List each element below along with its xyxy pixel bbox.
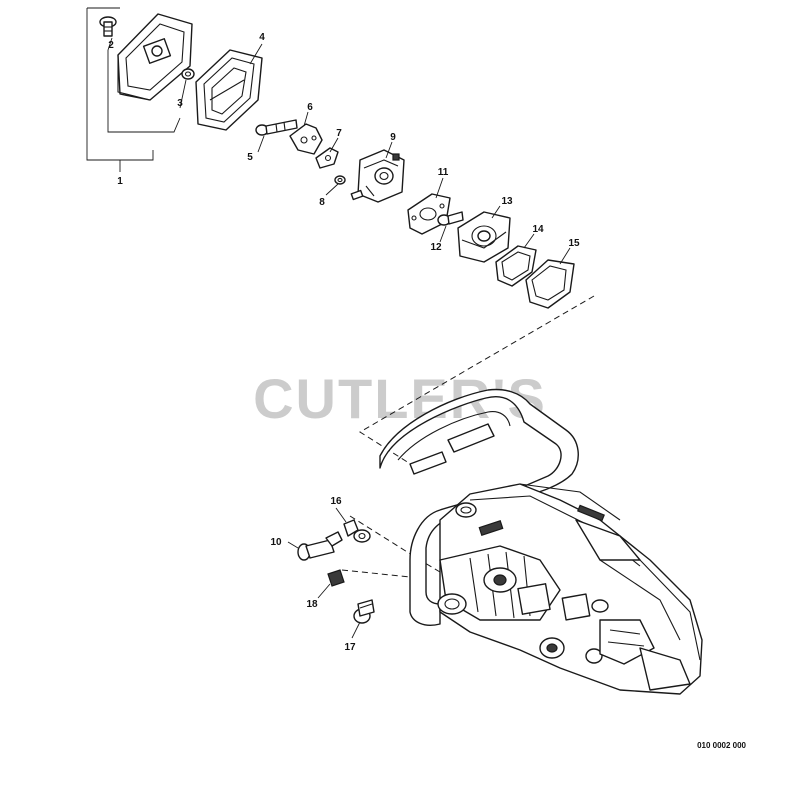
drawing-code: 010 0002 000 (697, 741, 746, 750)
callout-numbers: 1 2 3 4 5 6 7 8 9 10 11 12 13 14 15 16 1… (108, 32, 580, 653)
callout-1: 1 (117, 176, 123, 187)
callout-3: 3 (177, 98, 183, 109)
callout-2: 2 (108, 40, 114, 51)
ring-part-8 (334, 175, 346, 185)
callout-7: 7 (336, 128, 342, 139)
callout-8: 8 (319, 197, 325, 208)
watermark-text: CUTLER'S (253, 367, 547, 430)
callout-10: 10 (270, 537, 282, 548)
bracket-part-1 (86, 7, 181, 172)
callout-15: 15 (568, 238, 580, 249)
gasket-part-11 (407, 193, 451, 235)
callout-14: 14 (532, 224, 544, 235)
callout-18: 18 (306, 599, 318, 610)
block-part-18 (317, 569, 345, 599)
plug-part-17 (351, 599, 375, 639)
air-filter-part-4 (195, 49, 263, 131)
seal-part-15 (525, 259, 575, 309)
screw-part-2 (99, 16, 117, 37)
gasket-part-7 (315, 147, 339, 169)
chainsaw-housing (379, 388, 703, 695)
manifold-part-13 (457, 211, 511, 263)
callout-9: 9 (390, 132, 396, 143)
screw-part-5 (255, 119, 298, 136)
callout-4: 4 (259, 32, 265, 43)
callout-13: 13 (501, 196, 513, 207)
callout-16: 16 (330, 496, 342, 507)
callout-11: 11 (438, 167, 449, 178)
callout-6: 6 (307, 102, 313, 113)
callout-17: 17 (344, 642, 356, 653)
bracket-part-6 (289, 123, 323, 155)
washer-part-3 (181, 68, 195, 80)
gasket-part-14 (495, 245, 537, 287)
screw-part-12 (437, 211, 464, 226)
callout-5: 5 (247, 152, 253, 163)
clip-part-16 (335, 507, 371, 543)
leaders-upper (107, 37, 571, 265)
callout-12: 12 (430, 242, 442, 253)
filter-cover-part-1 (117, 13, 193, 101)
carburetor-part-9 (350, 149, 405, 203)
lever-part-10 (287, 531, 343, 561)
